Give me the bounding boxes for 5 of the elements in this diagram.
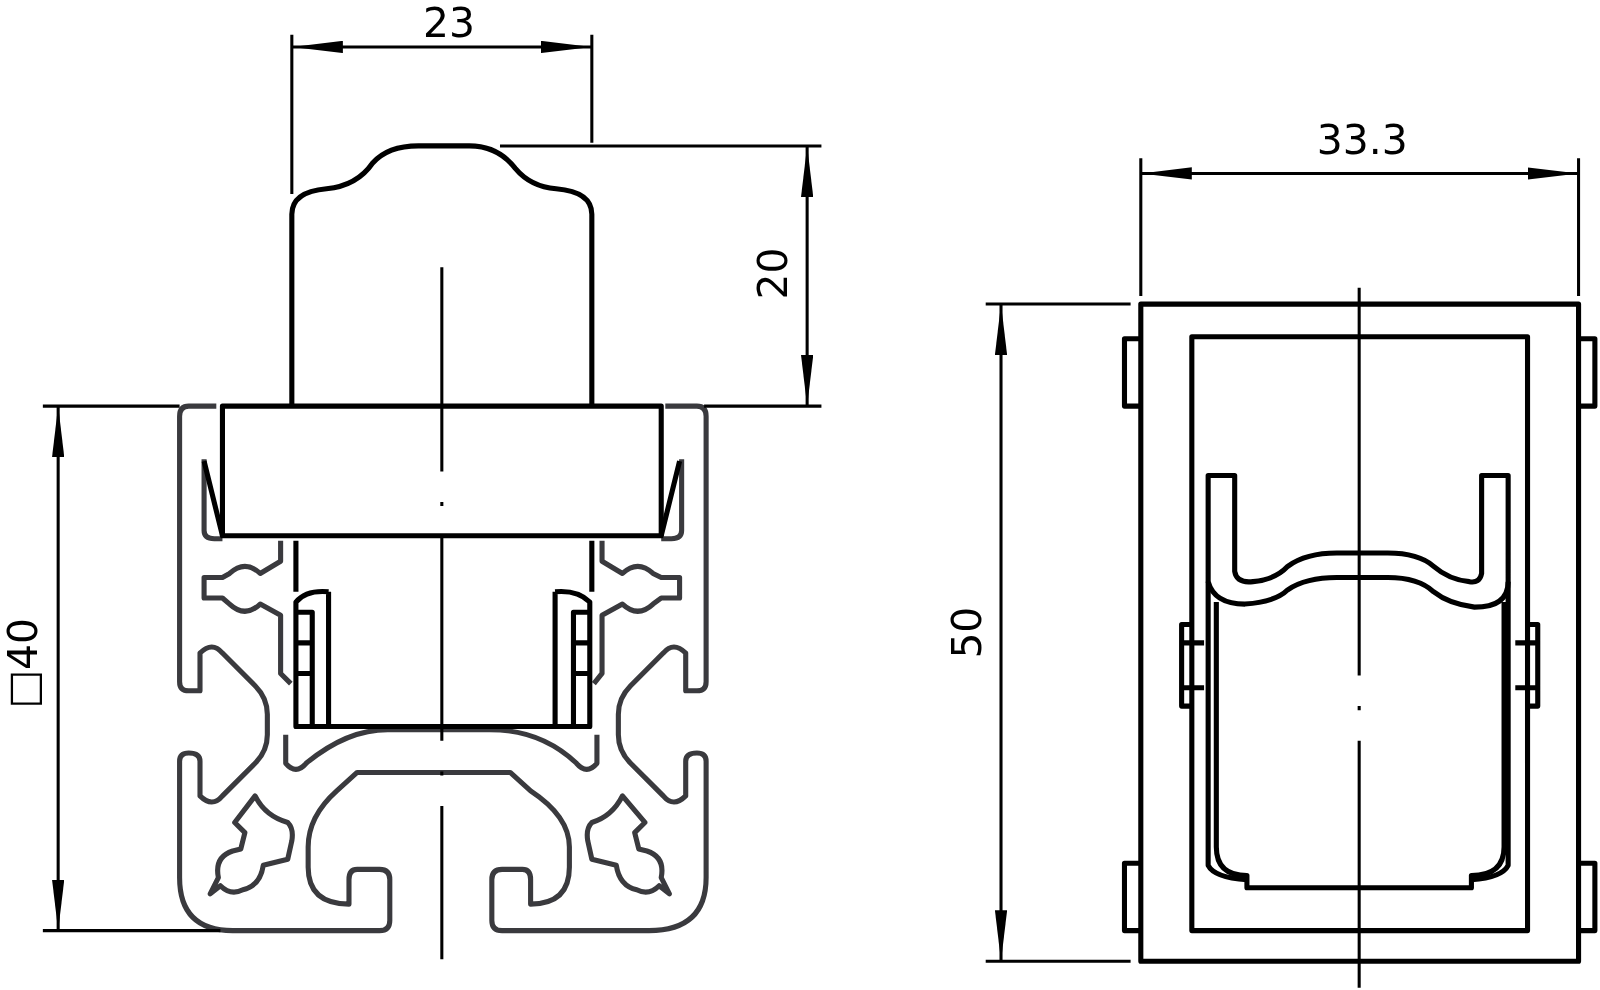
dimension-label: 50 <box>945 606 987 659</box>
dimension-label: 23 <box>422 2 475 43</box>
dimension-label: □40 <box>1 618 43 709</box>
dimension-label: 33.3 <box>1316 119 1408 161</box>
dimension-label: 20 <box>752 247 793 300</box>
